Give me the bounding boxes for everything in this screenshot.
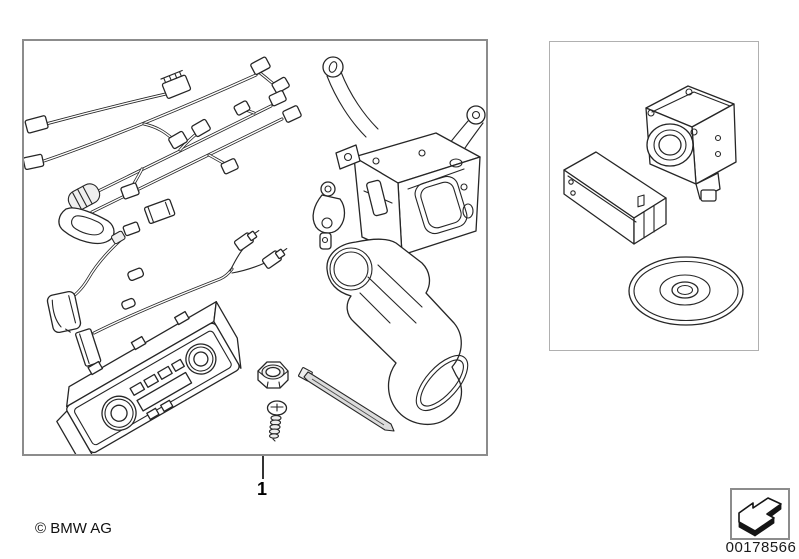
image-number: 00178566 <box>725 539 797 556</box>
diagram-stamp <box>730 488 790 540</box>
copyright-text: © BMW AG <box>35 520 112 537</box>
camera-kit-illustration <box>563 85 744 326</box>
camera-lens <box>646 123 694 167</box>
screw <box>266 400 288 442</box>
bracket-lever <box>312 181 346 250</box>
angle-plug <box>233 230 260 251</box>
control-panel-unit <box>56 301 242 471</box>
rotary-knob <box>185 343 217 375</box>
harness-connector <box>22 56 302 200</box>
secondary-parts-panel <box>549 41 759 351</box>
retrofit-kit-illustration <box>22 56 486 471</box>
trim-panel <box>326 238 469 426</box>
mounting-bracket <box>312 56 486 256</box>
harness-grommet <box>58 183 115 245</box>
antenna-pad <box>46 290 82 334</box>
callout-leader-line <box>262 456 264 479</box>
callout-1[interactable]: 1 <box>256 479 267 499</box>
main-parts-panel <box>22 39 488 471</box>
antenna-pad-cable <box>46 198 176 334</box>
hex-nut <box>257 361 289 389</box>
cable-tie <box>298 367 395 432</box>
software-cd <box>628 256 744 326</box>
rotary-knob <box>101 395 137 431</box>
wiring-harness <box>22 56 302 245</box>
module-connector <box>637 194 655 239</box>
bent-arrow-down-left-icon <box>738 497 782 537</box>
control-module <box>563 151 667 245</box>
camera-module <box>645 85 737 202</box>
angle-plug <box>261 248 288 269</box>
